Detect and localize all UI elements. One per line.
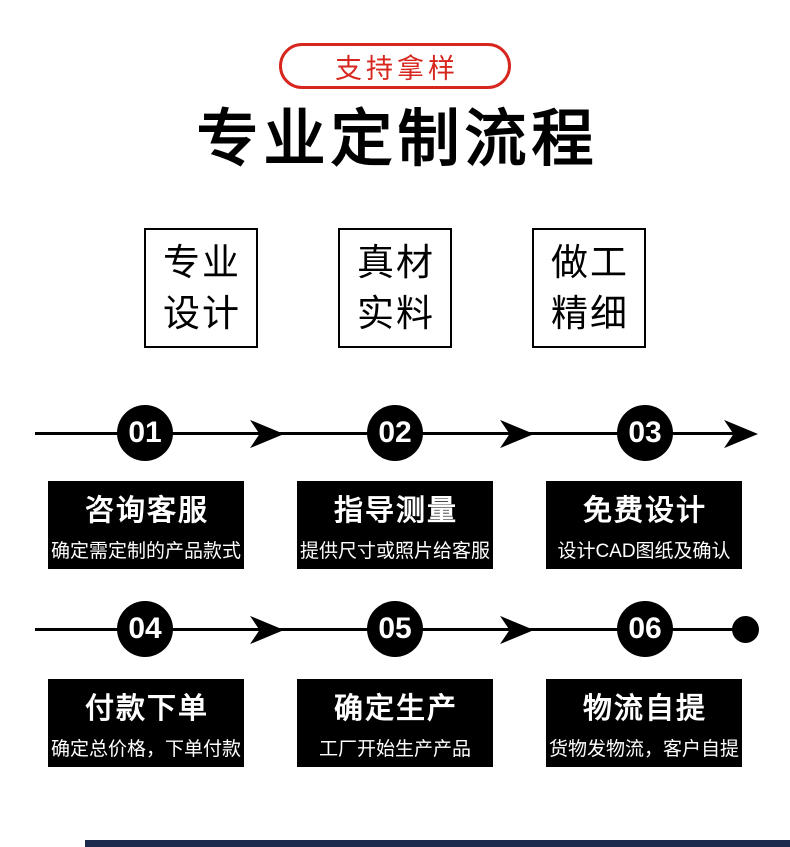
step-title: 咨询客服 xyxy=(84,495,209,527)
feature-line: 精细 xyxy=(551,293,629,334)
feature-box-workmanship: 做工 精细 xyxy=(532,228,646,348)
feature-boxes: 专业 设计 真材 实料 做工 精细 xyxy=(0,228,790,348)
step-circle-05: 05 xyxy=(367,601,423,657)
sample-support-badge: 支持拿样 xyxy=(279,43,511,89)
step-desc: 提供尺寸或照片给客服 xyxy=(299,541,490,562)
step-circle-06: 06 xyxy=(617,601,673,657)
feature-line: 实料 xyxy=(357,293,435,334)
timeline-end-dot xyxy=(732,616,759,643)
feature-line: 真材 xyxy=(357,241,435,283)
step-info-payment: 付款下单 确定总价格，下单付款 xyxy=(48,679,244,767)
feature-box-materials: 真材 实料 xyxy=(338,228,452,348)
step-title: 指导测量 xyxy=(333,495,458,527)
page-title: 专业定制流程 xyxy=(196,105,599,174)
feature-line: 设计 xyxy=(163,293,241,334)
step-circle-03: 03 xyxy=(617,405,673,461)
step-desc: 设计CAD图纸及确认 xyxy=(557,541,731,562)
step-info-free-design: 免费设计 设计CAD图纸及确认 xyxy=(546,481,742,569)
sample-support-label: 支持拿样 xyxy=(335,53,459,84)
step-circle-02: 02 xyxy=(367,405,423,461)
step-title: 付款下单 xyxy=(84,693,209,725)
step-number: 05 xyxy=(378,612,412,645)
step-info-row-2: 付款下单 确定总价格，下单付款 确定生产 工厂开始生产产品 物流自提 货物发物流… xyxy=(0,679,790,767)
step-desc: 确定需定制的产品款式 xyxy=(50,541,241,562)
step-number: 06 xyxy=(628,612,662,645)
step-info-row-1: 咨询客服 确定需定制的产品款式 指导测量 提供尺寸或照片给客服 免费设计 设计C… xyxy=(0,481,790,569)
step-info-production: 确定生产 工厂开始生产产品 xyxy=(297,679,493,767)
timeline-row-2: 04 05 06 xyxy=(0,600,790,660)
step-number: 01 xyxy=(128,416,162,449)
step-number: 03 xyxy=(628,416,662,449)
step-number: 04 xyxy=(128,612,162,645)
step-desc: 货物发物流，客户自提 xyxy=(548,739,739,760)
step-info-consult: 咨询客服 确定需定制的产品款式 xyxy=(48,481,244,569)
step-circle-01: 01 xyxy=(117,405,173,461)
next-section-sliver xyxy=(85,840,790,847)
step-title: 物流自提 xyxy=(582,693,707,725)
step-desc: 确定总价格，下单付款 xyxy=(50,739,241,760)
feature-box-design: 专业 设计 xyxy=(144,228,258,348)
step-desc: 工厂开始生产产品 xyxy=(318,739,471,760)
feature-line: 做工 xyxy=(551,241,629,283)
timeline-row-1: 01 02 03 xyxy=(0,404,790,464)
step-number: 02 xyxy=(378,416,412,449)
step-circle-04: 04 xyxy=(117,601,173,657)
step-title: 免费设计 xyxy=(582,495,707,527)
feature-line: 专业 xyxy=(163,241,241,283)
step-info-measure: 指导测量 提供尺寸或照片给客服 xyxy=(297,481,493,569)
step-title: 确定生产 xyxy=(333,693,458,725)
step-info-logistics: 物流自提 货物发物流，客户自提 xyxy=(546,679,742,767)
